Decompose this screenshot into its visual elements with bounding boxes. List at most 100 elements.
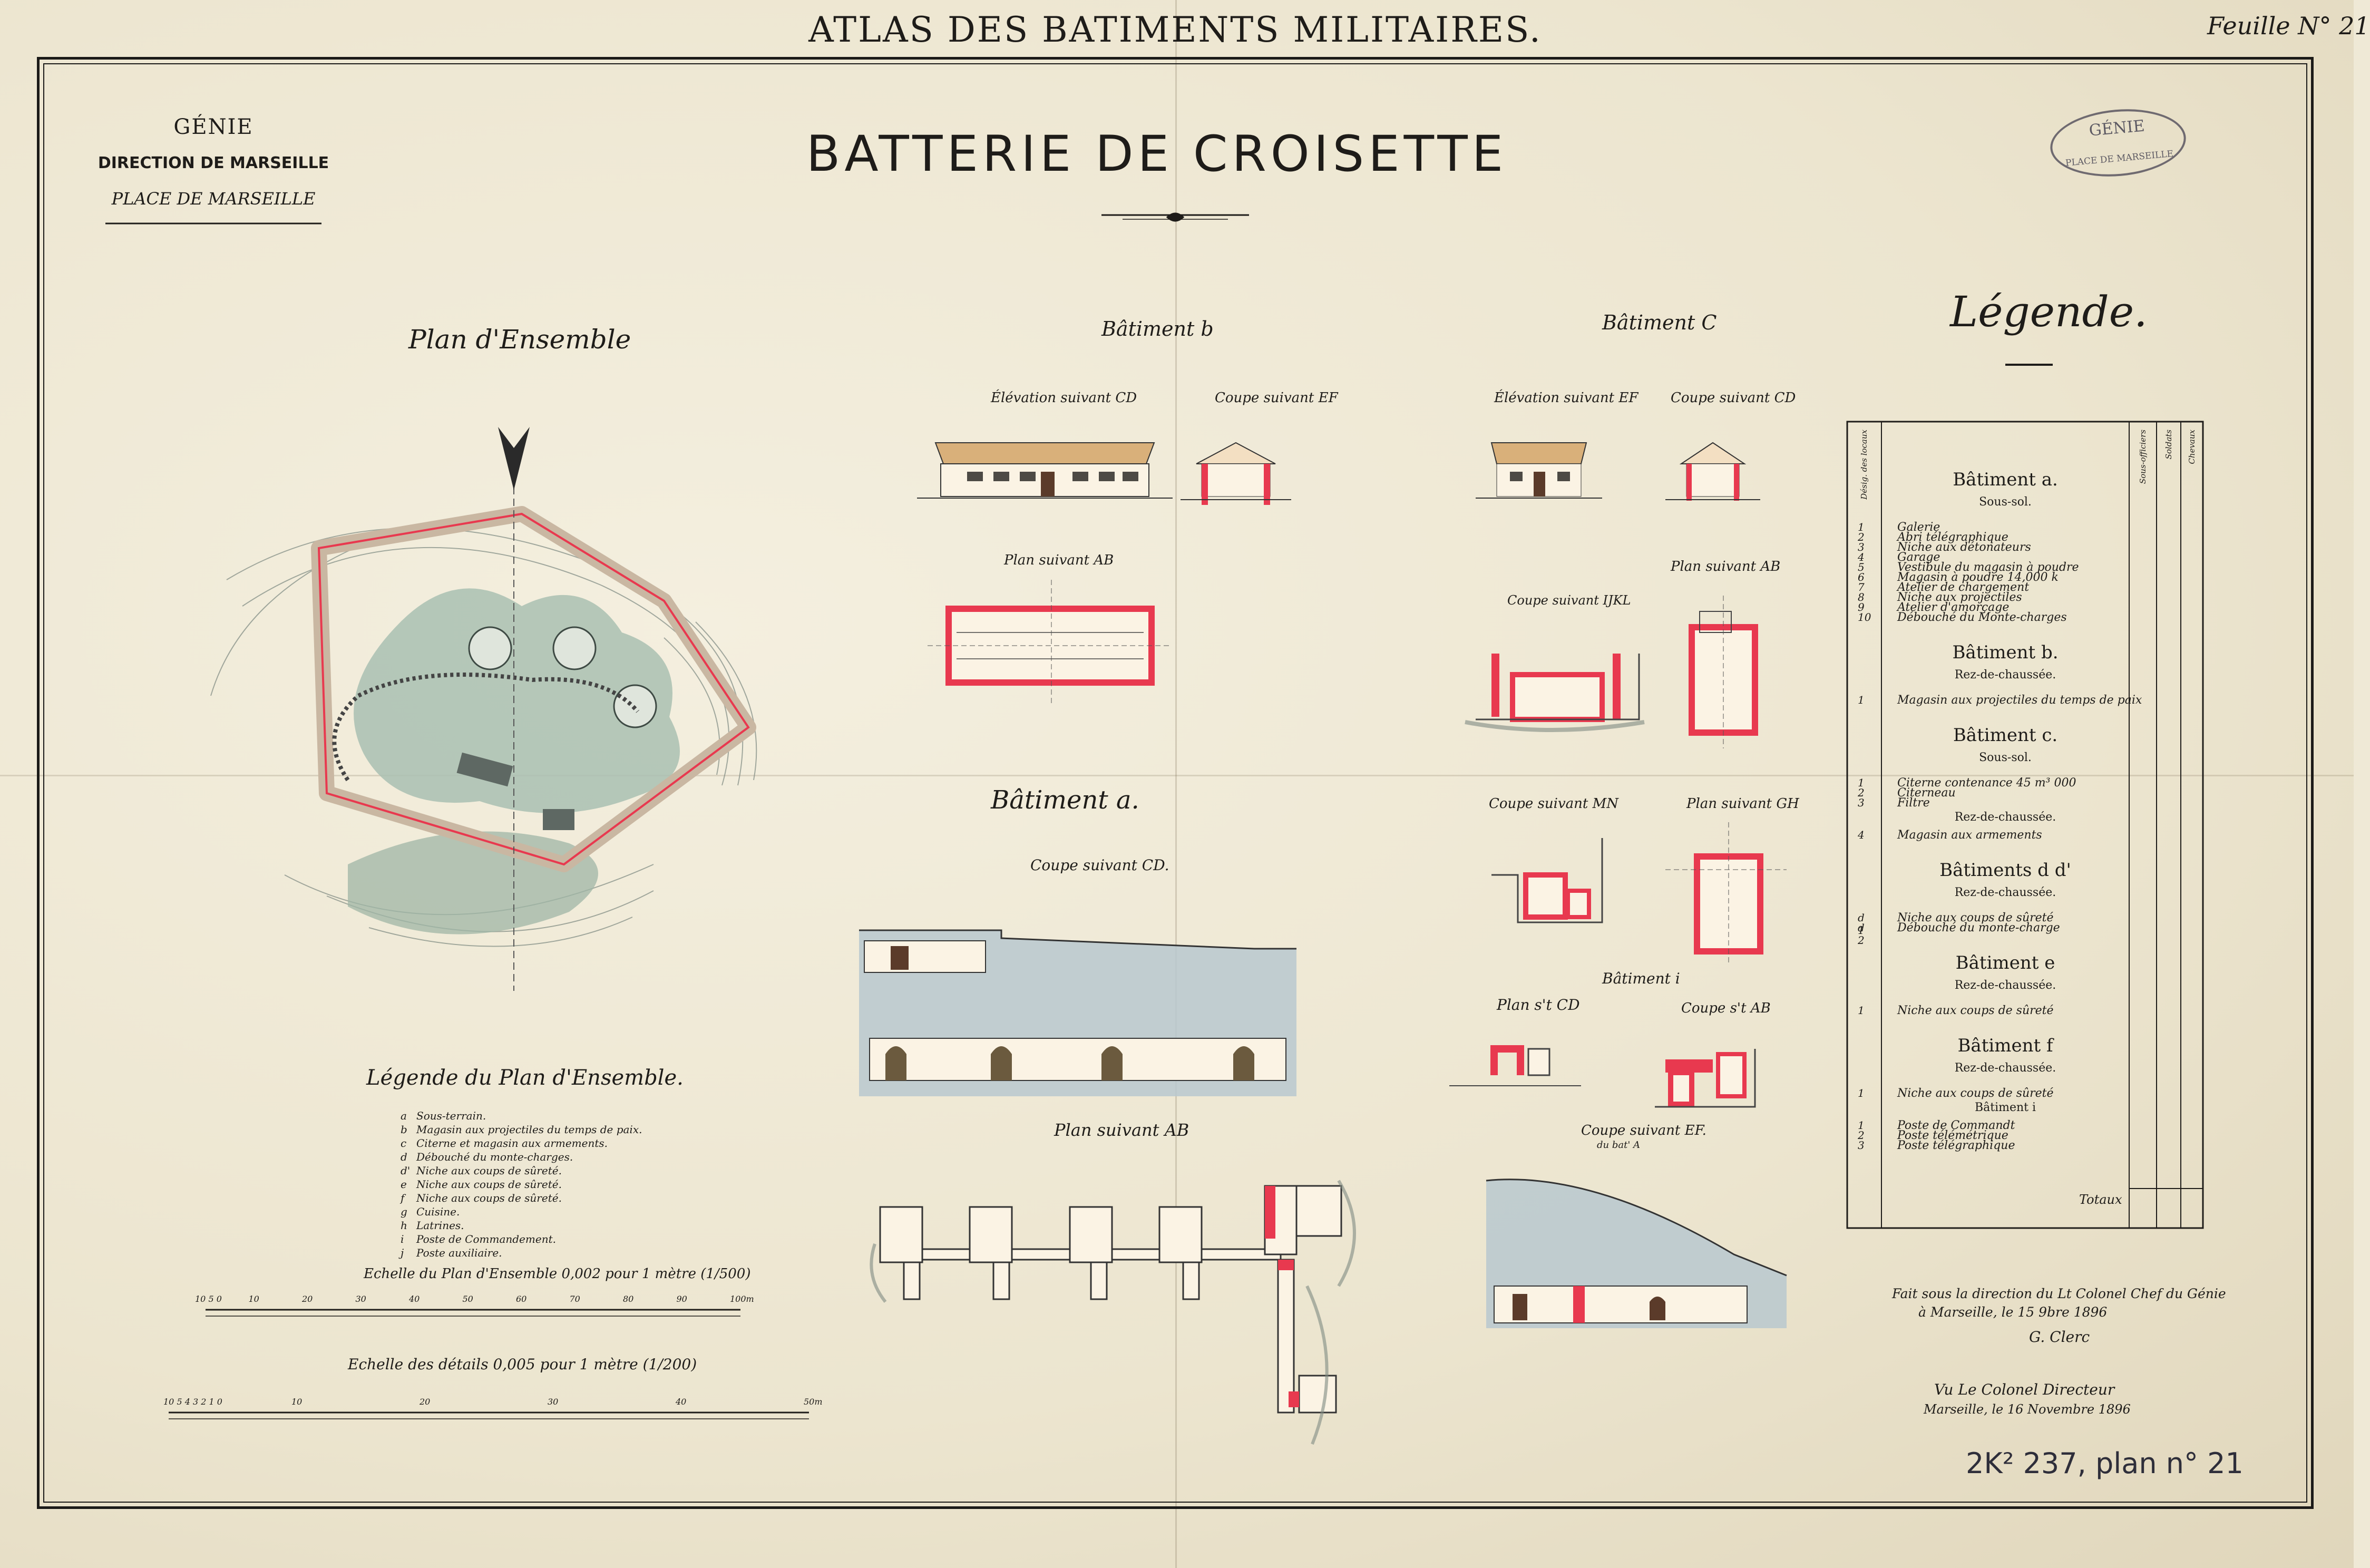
legend-item-number: 2: [1858, 531, 1865, 543]
batiment-b-coupe: [1181, 442, 1291, 505]
legend-item-number: 4: [1858, 551, 1865, 563]
plan-legend-key: b: [401, 1123, 407, 1136]
legend-item-number: 8: [1858, 591, 1865, 603]
scale1-label: Echelle du Plan d'Ensemble 0,002 pour 1 …: [364, 1266, 751, 1282]
plan-legend-item: d' Niche aux coups de sûreté.: [401, 1164, 562, 1177]
legend-item-text: Poste de Commandt: [1897, 1119, 2015, 1132]
plan-legend-text: Débouché du monte-charges.: [416, 1151, 573, 1163]
inner-frame: [43, 63, 2307, 1503]
plan-legend-text: Magasin aux projectiles du temps de paix…: [416, 1123, 642, 1136]
plan-legend-text: Cuisine.: [416, 1205, 460, 1218]
legend-item-number: 2: [1858, 786, 1865, 799]
plan-legend-item: i Poste de Commandement.: [401, 1233, 556, 1245]
scale2-tick-label: 20: [420, 1397, 431, 1407]
legend-item-text: Abri télégraphique: [1897, 531, 2008, 544]
batiment-c-plan-ab-label: Plan suivant AB: [1671, 559, 1781, 574]
plan-legend-text: Niche aux coups de sûreté.: [416, 1164, 562, 1177]
plan-legend-item: d Débouché du monte-charges.: [401, 1151, 573, 1163]
fait-line2: à Marseille, le 15 9bre 1896: [1918, 1304, 2108, 1320]
legend-item-number: 3: [1858, 541, 1865, 553]
legend-item-text: Débouché du monte-charge: [1897, 921, 2060, 934]
plan-legend-title: Légende du Plan d'Ensemble.: [366, 1066, 684, 1090]
plan-ensemble-title: Plan d'Ensemble: [408, 324, 631, 355]
title-ornament: [1101, 212, 1249, 222]
gun-emplacement-2: [552, 626, 597, 670]
archive-mark: 2K² 237, plan n° 21: [1966, 1447, 2244, 1480]
legend-item-number: 1: [1858, 521, 1865, 533]
scale-bar-1: [206, 1309, 740, 1317]
plan-legend-text: Poste de Commandement.: [416, 1233, 556, 1245]
batiment-a-plan-ab: [879, 1185, 1342, 1414]
legend-item-text: Vestibule du magasin à poudre: [1897, 561, 2079, 574]
signature: G. Clerc: [2029, 1328, 2090, 1346]
plan-legend-key: i: [401, 1233, 404, 1245]
outer-frame: [37, 57, 2314, 1509]
legend-item-text: Atelier de chargement: [1897, 581, 2030, 594]
place-label: PLACE DE MARSEILLE: [111, 189, 316, 209]
legend-item-number: 1: [1858, 776, 1865, 789]
batiment-i-plan: [1449, 1045, 1581, 1086]
batiment-a-coupe-ef-label: Coupe suivant EF.: [1581, 1123, 1706, 1138]
legend-item-number: 1: [1858, 694, 1865, 706]
legend-section-title: Bâtiment c.: [1953, 725, 2058, 746]
plan-legend-key: d': [401, 1164, 411, 1177]
scale2-tick-label: 30: [548, 1397, 559, 1407]
plan-legend-key: a: [401, 1109, 407, 1122]
scale1-tick-label: 10 5 0: [195, 1294, 222, 1304]
plan-legend-text: Niche aux coups de sûreté.: [416, 1192, 562, 1204]
genie-label: GÉNIE: [173, 115, 253, 139]
batiment-a-coupe-ef: [1486, 1179, 1787, 1328]
plan-legend-text: Poste auxiliaire.: [416, 1246, 502, 1259]
legend-item-number: 1: [1858, 1087, 1865, 1099]
legend-section-sub: Sous-sol.: [1979, 495, 2032, 509]
plan-legend-key: d: [401, 1151, 407, 1163]
legend-section-title: Bâtiment f: [1957, 1035, 2053, 1056]
legend-item-number: 10: [1858, 611, 1871, 624]
legend-section-sub: Rez-de-chaussée.: [1954, 886, 2056, 899]
access-road: [332, 673, 640, 782]
legend-item-text: Garage: [1897, 551, 1940, 564]
legend-item-text: Magasin à poudre 14,000 k: [1897, 571, 2059, 584]
legend-item-number: 7: [1858, 581, 1865, 593]
batiment-c-plan-ab: [1689, 596, 1758, 748]
fait-line1: Fait sous la direction du Lt Colonel Che…: [1892, 1286, 2226, 1301]
scale1-tick-label: 80: [623, 1294, 634, 1304]
legend-section-sub: Sous-sol.: [1979, 751, 2032, 764]
legend-section-title: Bâtiment b.: [1952, 642, 2059, 663]
scale1-tick-label: 50: [462, 1294, 473, 1304]
scale1-tick-label: 100m: [730, 1294, 754, 1304]
batiment-a-plan-ab-label: Plan suivant AB: [1054, 1120, 1189, 1140]
batiment-c-title: Bâtiment C: [1602, 311, 1717, 334]
legend-item-number: 1: [1858, 1004, 1865, 1017]
legend-item-number: 3: [1858, 796, 1865, 809]
batiment-c-coupe-cd: [1665, 442, 1760, 501]
legend-section-title: Bâtiments d d': [1939, 860, 2071, 881]
fold-line-horizontal: [0, 775, 2354, 776]
batiment-c-plan-gh-label: Plan suivant GH: [1686, 796, 1799, 812]
batiment-c-elevation-label: Élévation suivant EF: [1494, 390, 1638, 406]
legend-item-number: d 2: [1858, 921, 1865, 947]
legend-item-text: Citerne contenance 45 m³ 000: [1897, 776, 2076, 790]
batiment-i-title: Bâtiment i: [1602, 970, 1680, 987]
legend-section-title: Bâtiment a.: [1953, 469, 2058, 490]
enceinte-line: [317, 512, 750, 866]
scale2-tick-label: 10: [291, 1397, 303, 1407]
plan-legend-text: Citerne et magasin aux armements.: [416, 1137, 608, 1150]
plan-legend-key: e: [401, 1178, 407, 1191]
legend-item-text: Poste télémétrique: [1897, 1129, 2008, 1142]
legend-item-text: Poste télégraphique: [1897, 1139, 2015, 1152]
batiment-b-plan: [928, 580, 1170, 706]
legend-item-number: 4: [1858, 829, 1865, 841]
scale1-tick-label: 30: [355, 1294, 366, 1304]
batiment-c-coupe-ijkl-label: Coupe suivant IJKL: [1507, 593, 1631, 608]
legend-section-sub: Bâtiment i: [1974, 1101, 2036, 1114]
scale2-label: Echelle des détails 0,005 pour 1 mètre (…: [348, 1356, 697, 1373]
legend-item-text: Magasin aux armements: [1897, 829, 2042, 842]
vu-line1: Vu Le Colonel Directeur: [1934, 1381, 2115, 1398]
scale2-tick-label: 40: [676, 1397, 687, 1407]
legend-item-text: Citerneau: [1897, 786, 1956, 800]
legend-item-text: Magasin aux projectiles du temps de paix: [1897, 694, 2142, 707]
